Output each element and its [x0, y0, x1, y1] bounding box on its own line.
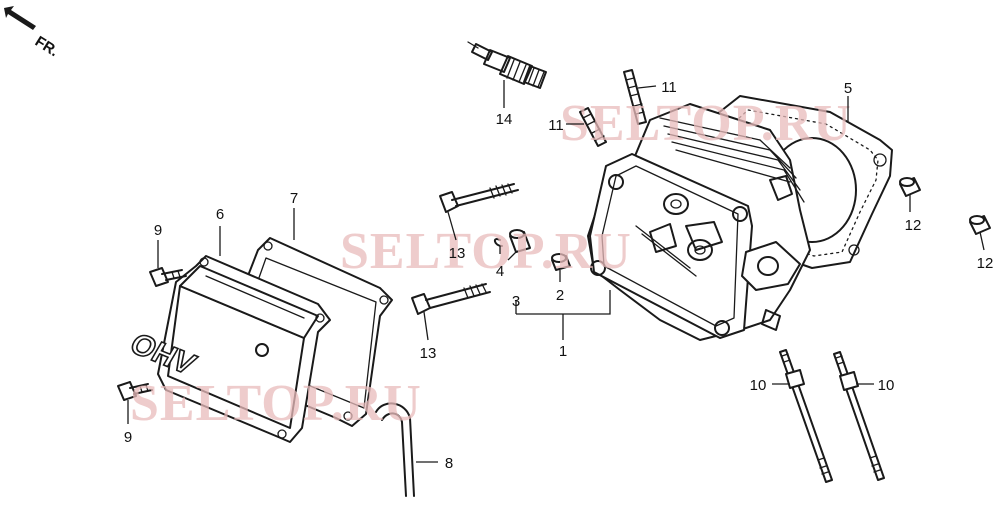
stud-bolt-upper: [623, 69, 647, 125]
front-direction-arrow-icon: [4, 6, 36, 30]
callout-9b: 9: [124, 429, 132, 446]
callout-13b: 13: [420, 345, 437, 362]
callout-9a: 9: [154, 222, 162, 239]
dowel-pin-short: [551, 253, 571, 271]
front-direction-label: FR.: [32, 33, 62, 60]
callout-6: 6: [216, 206, 224, 223]
callout-2: 2: [556, 287, 564, 304]
callout-1: 1: [559, 343, 567, 360]
callout-10b: 10: [878, 377, 895, 394]
watermark-top: SELTOP.RU: [560, 95, 852, 152]
dowel-pin-long: [509, 229, 531, 253]
plug-cap-a: [899, 177, 921, 197]
breather-tube: [375, 402, 415, 497]
stud-bolt-lower: [579, 107, 607, 147]
long-stud-right: [833, 351, 885, 481]
cover-bolt-lower: [117, 381, 153, 401]
cylinder-head: [587, 103, 811, 341]
plug-cap-b: [969, 215, 991, 235]
watermark-bottom: SELTOP.RU: [130, 375, 422, 432]
callout-4: 4: [496, 263, 504, 280]
watermark-middle: SELTOP.RU: [340, 223, 632, 280]
callout-5: 5: [844, 80, 852, 97]
callout-14: 14: [496, 111, 513, 128]
callout-11b: 11: [548, 117, 564, 134]
callout-7: 7: [290, 190, 298, 207]
callout-3: 3: [512, 293, 520, 310]
callout-12b: 12: [977, 255, 994, 272]
long-stud-left: [779, 349, 833, 483]
head-bolt-lower: [411, 283, 491, 315]
leader-lines: [127, 80, 985, 463]
head-bolt-upper: [439, 183, 519, 213]
cover-bolt-upper: [149, 267, 187, 287]
callout-labels: 1 2 3 4 5 6 7 8 9 9 10 10 11 11 12 12 13…: [124, 79, 994, 472]
callout-11a: 11: [661, 79, 677, 96]
valve-clip: [494, 238, 503, 247]
callout-8: 8: [445, 455, 453, 472]
callout-13a: 13: [449, 245, 466, 262]
spark-plug: [467, 41, 547, 89]
callout-10a: 10: [750, 377, 767, 394]
callout-12a: 12: [905, 217, 922, 234]
